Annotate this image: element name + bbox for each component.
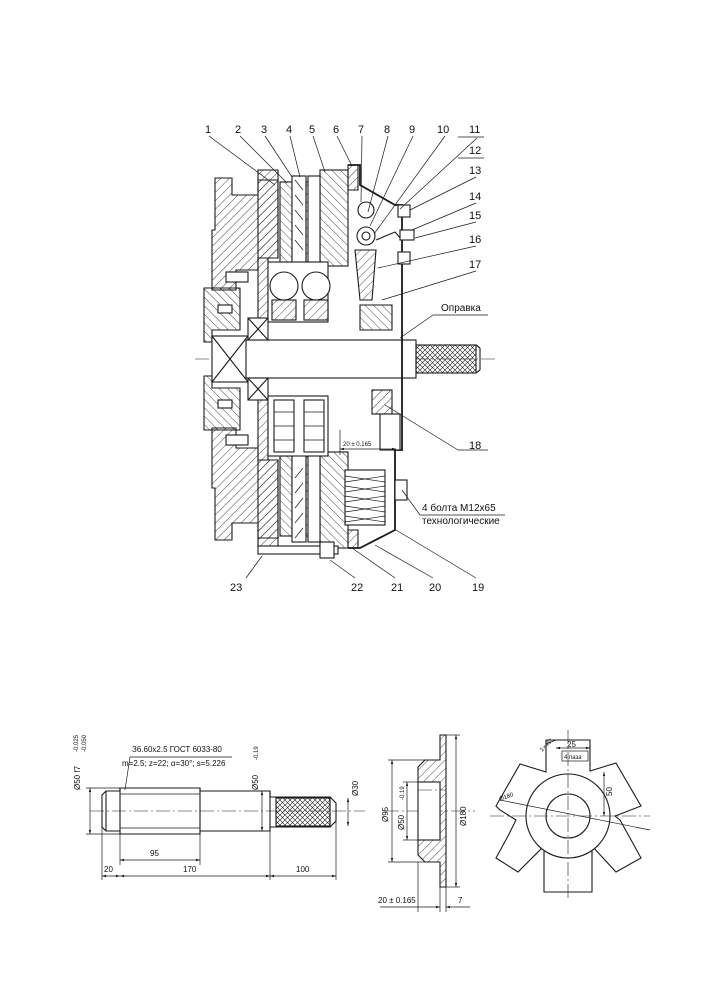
callout-23: 23 — [230, 582, 242, 594]
callout-labels: 1 2 3 4 5 6 7 8 9 10 11 12 13 14 15 16 1… — [205, 124, 484, 594]
shaft-len-20: 20 — [104, 865, 113, 874]
shaft-dia-main: Ø50 f7 — [73, 765, 82, 790]
shaft-gear-spec: З6.60х2.5 ГОСТ 6033-80 — [132, 745, 222, 754]
shaft-len-170: 170 — [183, 865, 197, 874]
star-slot-depth: 50 — [605, 787, 614, 796]
shaft-dia-step-tol: -0.19 — [254, 746, 260, 760]
assembly-section — [195, 135, 505, 579]
star-plate-detail — [490, 730, 651, 900]
star-slot-width: 25 — [567, 740, 576, 749]
mandrel-label: Оправка — [441, 303, 481, 314]
shaft-gear-params: m=2.5; z=22; α=30°; s=5.226 — [122, 759, 226, 768]
flange-len-offset: 20 ± 0.165 — [378, 896, 416, 905]
callout-1: 1 — [205, 124, 211, 136]
callout-15: 15 — [469, 210, 481, 222]
flange-detail — [380, 734, 475, 912]
shaft-dia-end: Ø30 — [351, 780, 360, 796]
flange-dia-bore-tol: -0.19 — [400, 786, 406, 800]
callout-2: 2 — [235, 124, 241, 136]
assembly-gap-dim: 20 ± 0.165 — [343, 442, 372, 448]
callout-16: 16 — [469, 234, 481, 246]
callout-12: 12 — [469, 145, 481, 157]
bolts-label-line1: 4 болта М12х65 — [422, 502, 496, 514]
flange-len-7: 7 — [458, 896, 463, 905]
shaft-len-95: 95 — [150, 849, 159, 858]
callout-19: 19 — [472, 582, 484, 594]
shaft-dia-tol-upper: -0.025 — [74, 734, 80, 752]
flange-dia-bore: Ø50 — [397, 814, 406, 830]
callout-9: 9 — [409, 124, 415, 136]
callout-22: 22 — [351, 582, 363, 594]
callout-18: 18 — [469, 440, 481, 452]
shaft-dia-step: Ø50 — [251, 774, 260, 790]
callout-14: 14 — [469, 191, 481, 203]
shaft-len-100: 100 — [296, 865, 310, 874]
bolts-label-line2: технологические — [422, 516, 500, 527]
callout-21: 21 — [391, 582, 403, 594]
flange-dia-95: Ø95 — [381, 806, 390, 822]
callout-6: 6 — [333, 124, 339, 136]
shaft-dia-tol-lower: -0.050 — [82, 734, 88, 752]
callout-10: 10 — [437, 124, 449, 136]
star-slot-count: 4 паза — [564, 755, 582, 761]
callout-13: 13 — [469, 165, 481, 177]
callout-11: 11 — [469, 124, 480, 136]
flange-dia-180: Ø180 — [459, 806, 468, 826]
callout-7: 7 — [358, 124, 364, 136]
callout-20: 20 — [429, 582, 441, 594]
callout-17: 17 — [469, 259, 481, 271]
callout-5: 5 — [309, 124, 315, 136]
callout-4: 4 — [286, 124, 292, 136]
star-dia-180: Ø180 — [499, 792, 515, 803]
callout-3: 3 — [261, 124, 267, 136]
callout-8: 8 — [384, 124, 390, 136]
shaft-detail — [86, 756, 365, 880]
